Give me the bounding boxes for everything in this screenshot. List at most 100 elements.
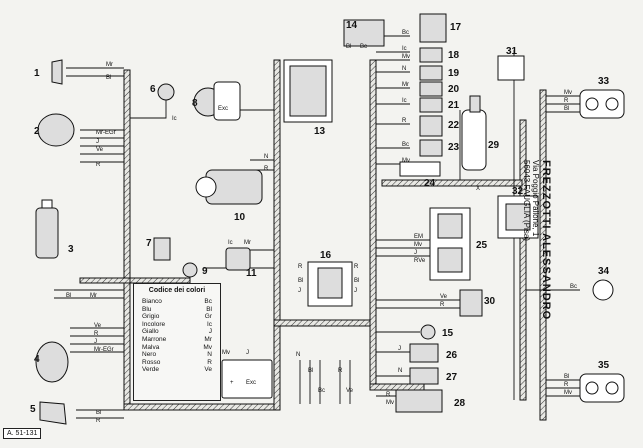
sheet-id: A. 51-131 <box>3 428 42 439</box>
wire-label: N <box>264 154 268 160</box>
component-18-switch <box>419 47 443 63</box>
number-label: 14 <box>346 20 358 31</box>
wire-label: R <box>564 98 569 104</box>
number-label: 33 <box>598 76 610 87</box>
component-2-headlamp <box>37 113 75 147</box>
number-label: 29 <box>488 140 500 151</box>
wire-label: Bl <box>354 278 359 284</box>
wire-label: J <box>298 288 301 294</box>
number-label: 25 <box>476 240 488 251</box>
number-label: 3 <box>68 244 74 255</box>
number-label: 24 <box>424 178 436 189</box>
wire-label: Mv <box>564 390 572 396</box>
component-3-coil <box>35 199 59 259</box>
component-25-panel <box>429 207 471 281</box>
component-33-lamp <box>579 89 625 119</box>
wire-label: Mr-EGr <box>94 347 114 353</box>
component-17-switch <box>419 13 447 43</box>
number-label: 18 <box>448 50 460 61</box>
wire-label: R <box>386 392 391 398</box>
wire-label: Bc <box>402 142 409 148</box>
number-label: 9 <box>202 266 208 277</box>
number-label: 17 <box>450 22 462 33</box>
component-23-switch <box>419 139 443 157</box>
wire-label: R <box>94 331 99 337</box>
wire-label: Bl <box>564 106 569 112</box>
component-12-battery <box>221 359 273 399</box>
wire-label: N <box>402 66 406 72</box>
legend-color-code: Ic <box>206 320 212 328</box>
component-22-switch <box>419 115 443 137</box>
wire-label: R <box>298 264 303 270</box>
component-19-switch <box>419 65 443 81</box>
component-29-wiper-switch <box>461 95 487 171</box>
company-stamp: FREZZOTTI ALESSANDRO Via Poggio Pallone,… <box>492 160 552 320</box>
wire-label: J <box>96 139 99 145</box>
number-label: 34 <box>598 266 610 277</box>
number-label: 8 <box>192 98 198 109</box>
legend-row: Giallo J <box>134 328 220 336</box>
wire-label: + <box>230 380 234 386</box>
component-8-alternator <box>193 81 241 121</box>
wire-label: R <box>338 368 343 374</box>
wire-label: Bc <box>570 284 577 290</box>
number-label: 32 <box>512 186 524 197</box>
wire-label: Ic <box>228 240 233 246</box>
legend-title: Codice dei colori <box>148 287 206 294</box>
component-6-sensor <box>157 83 175 101</box>
wire-label: J <box>94 339 97 345</box>
legend-color-code: Mr <box>204 335 212 343</box>
component-10-starter <box>195 169 263 205</box>
wire-label: Exc <box>218 106 228 112</box>
number-label: 13 <box>314 126 326 137</box>
number-label: 5 <box>30 404 36 415</box>
component-number-labels: 1 2 3 4 5 6 7 8 9 10 11 12 13 14 15 16 1… <box>30 20 610 415</box>
component-31-switch <box>497 55 525 81</box>
component-13-fusebox <box>283 59 333 123</box>
wire-label: Ve <box>346 388 354 394</box>
component-28-lamp <box>395 389 443 413</box>
wire-label: Mr <box>402 82 409 88</box>
wire-label: R <box>96 418 101 424</box>
wire-label: Mv <box>386 400 394 406</box>
legend-color-code: J <box>208 328 212 336</box>
component-14-ignition <box>343 19 385 47</box>
wire-label: Mr <box>244 240 251 246</box>
wire-label: Mv <box>222 350 230 356</box>
component-30-switch <box>459 289 483 317</box>
wire-label: R <box>402 118 407 124</box>
number-label: 19 <box>448 68 460 79</box>
wire-label: N <box>398 368 402 374</box>
component-1-horn <box>51 59 63 85</box>
component-4-headlamp <box>35 341 69 383</box>
component-27-lamp <box>409 367 439 385</box>
wire-label: Mv <box>414 242 422 248</box>
wire-label: Bc <box>360 44 367 50</box>
wire-label: Mr <box>90 293 97 299</box>
wire-label: Ic <box>402 98 407 104</box>
legend-color-code: N <box>207 351 212 359</box>
component-21-switch <box>419 97 443 113</box>
component-24-connector <box>399 161 441 177</box>
number-label: 26 <box>446 350 458 361</box>
legend-color-code: Ve <box>204 366 212 374</box>
wire-label: R <box>564 382 569 388</box>
legend-color-name: Giallo <box>142 328 159 336</box>
wire-label: Ve <box>94 323 102 329</box>
number-label: 2 <box>34 126 40 137</box>
number-label: 23 <box>448 142 460 153</box>
wire-label: Mv <box>564 90 572 96</box>
wire-label: Bl <box>96 410 101 416</box>
number-label: 16 <box>320 250 332 261</box>
number-label: 21 <box>448 100 460 111</box>
wire-label: Bc <box>402 30 409 36</box>
wire-label: R <box>354 264 359 270</box>
